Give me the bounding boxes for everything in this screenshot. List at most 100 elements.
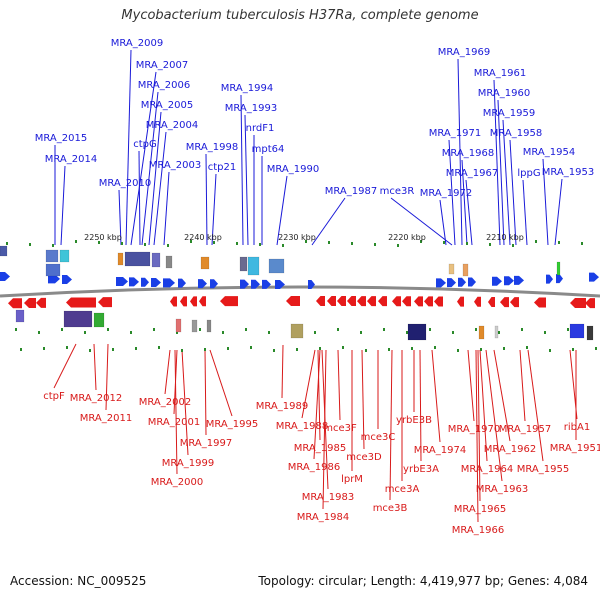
tick-mark (420, 240, 422, 243)
reverse-gene-label: MRA_1951 (550, 443, 600, 454)
tick-mark (107, 328, 109, 331)
reverse-gene-arrow (337, 296, 346, 307)
gene-feature-box (165, 255, 173, 269)
forward-leader-line (153, 131, 167, 246)
reverse-gene-label: MRA_1997 (180, 438, 232, 449)
reverse-gene-arrow (170, 296, 177, 307)
forward-gene-label: MRA_1971 (429, 128, 481, 139)
forward-leader-line (439, 199, 447, 246)
forward-leader-line (465, 179, 473, 246)
reverse-gene-label: yrbE3B (396, 415, 432, 426)
tick-mark (273, 349, 275, 352)
tick-mark (190, 240, 192, 243)
reverse-leader-line (313, 349, 321, 460)
forward-leader-line (244, 114, 249, 246)
forward-leader-line (390, 197, 453, 246)
forward-gene-arrow (492, 276, 502, 286)
forward-gene-label: ctp21 (208, 162, 237, 173)
reverse-gene-label: mce3D (346, 452, 382, 463)
reverse-gene-label: ctpF (43, 391, 65, 402)
reverse-gene-label: MRA_1995 (206, 419, 258, 430)
tick-mark (558, 241, 560, 244)
tick-mark (328, 241, 330, 244)
reverse-gene-label: MRA_2011 (80, 413, 132, 424)
scale-tick-label: 2220 kbp (388, 233, 426, 242)
forward-leader-line (211, 173, 217, 246)
forward-gene-arrow (275, 279, 285, 289)
tick-mark (15, 328, 17, 331)
reverse-leader-line (361, 349, 365, 450)
reverse-leader-line (519, 349, 526, 422)
reverse-leader-line (475, 349, 479, 523)
forward-gene-label: MRA_1958 (490, 128, 542, 139)
gene-feature-box (93, 312, 105, 328)
tick-mark (374, 243, 376, 246)
tick-mark (222, 331, 224, 334)
forward-gene-label: MRA_1972 (420, 188, 472, 199)
gene-feature-box (59, 249, 70, 263)
tick-mark (98, 241, 100, 244)
tick-mark (20, 348, 22, 351)
reverse-gene-arrow (316, 296, 325, 307)
forward-leader-line (141, 91, 159, 246)
gene-feature-box (45, 249, 59, 263)
reverse-gene-arrow (190, 296, 197, 307)
reverse-leader-line (485, 349, 503, 482)
tick-mark (406, 331, 408, 334)
figure-title: Mycobacterium tuberculosis H37Ra, comple… (121, 8, 479, 23)
tick-mark (434, 346, 436, 349)
reverse-gene-arrow (570, 297, 586, 308)
gene-feature-box (191, 319, 198, 333)
tick-mark (250, 346, 252, 349)
tick-mark (457, 349, 459, 352)
tick-mark (535, 240, 537, 243)
reverse-leader-line (479, 349, 488, 462)
forward-leader-line (542, 158, 549, 246)
tick-mark (526, 346, 528, 349)
forward-gene-label: MRA_2010 (99, 178, 151, 189)
forward-gene-label: MRA_2004 (146, 120, 198, 131)
gene-feature-box (175, 318, 182, 333)
reverse-gene-arrow (286, 296, 300, 307)
forward-leader-line (493, 79, 501, 246)
gene-feature-box (45, 263, 61, 277)
reverse-gene-label: yrbE3A (403, 464, 439, 475)
forward-gene-arrow (589, 272, 599, 282)
tick-mark (503, 347, 505, 350)
reverse-gene-arrow (500, 297, 509, 308)
forward-gene-arrow (468, 277, 476, 287)
gene-feature-box (247, 256, 260, 276)
reverse-gene-arrow (474, 296, 481, 307)
reverse-gene-arrow (347, 296, 356, 307)
forward-leader-line (276, 175, 288, 246)
forward-gene-arrow (546, 274, 553, 284)
reverse-gene-label: MRA_2002 (139, 397, 191, 408)
forward-gene-label: MRA_2015 (35, 133, 87, 144)
reverse-gene-label: mce3B (373, 503, 408, 514)
forward-gene-label: MRA_2003 (149, 160, 201, 171)
reverse-gene-label: mce3F (323, 423, 357, 434)
reverse-leader-line (527, 349, 544, 462)
forward-leader-line (148, 111, 162, 246)
reverse-gene-label: MRA_2000 (151, 477, 203, 488)
scale-tick-label: 2230 kbp (278, 233, 316, 242)
tick-mark (443, 241, 445, 244)
reverse-gene-arrow (457, 296, 464, 307)
tick-mark (489, 243, 491, 246)
tick-mark (572, 348, 574, 351)
reverse-gene-arrow (327, 296, 336, 307)
tick-mark (429, 328, 431, 331)
forward-gene-arrow (514, 275, 524, 285)
forward-gene-label: MRA_1954 (523, 147, 575, 158)
gene-feature-box (124, 251, 151, 267)
forward-gene-label: MRA_1968 (442, 148, 494, 159)
reverse-leader-line (389, 349, 393, 501)
forward-leader-line (311, 197, 346, 246)
tick-mark (84, 331, 86, 334)
tick-mark (6, 242, 8, 245)
forward-leader-line (554, 178, 563, 246)
reverse-gene-arrow (367, 296, 376, 307)
tick-mark (135, 347, 137, 350)
tick-mark (411, 347, 413, 350)
